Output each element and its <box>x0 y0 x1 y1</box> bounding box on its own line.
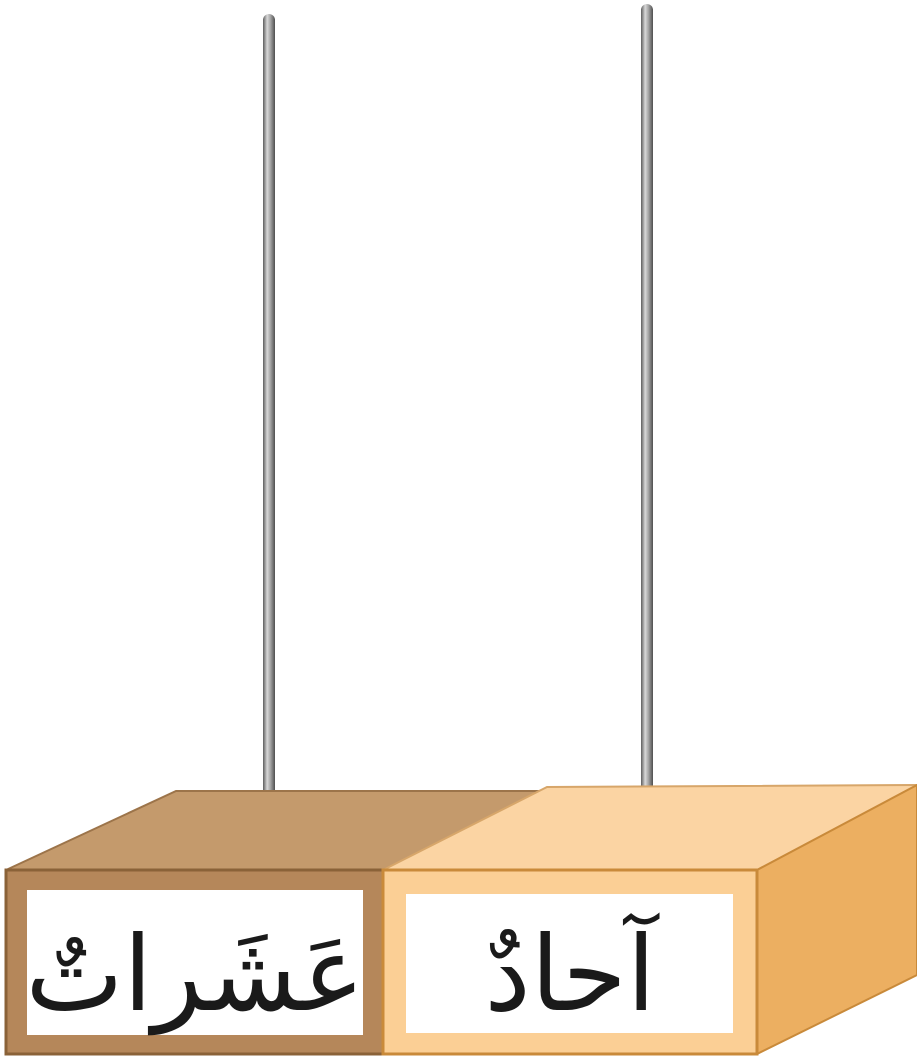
tens-rod <box>263 14 275 832</box>
tens-label: عَشَراتٌ <box>25 913 364 1036</box>
units-rod <box>641 4 653 830</box>
rods <box>263 4 653 832</box>
units-label: آحادٌ <box>484 912 659 1035</box>
